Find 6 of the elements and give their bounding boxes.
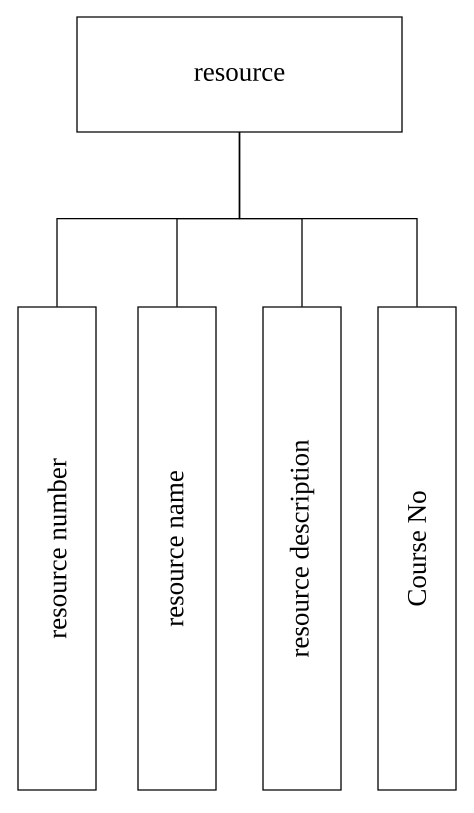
connector-line	[238, 132, 418, 306]
field-box: resource name	[137, 306, 217, 791]
field-box: Course No	[377, 306, 457, 791]
field-box: resource number	[17, 306, 97, 791]
field-box: resource description	[262, 306, 342, 791]
entity-box: resource	[76, 16, 403, 133]
